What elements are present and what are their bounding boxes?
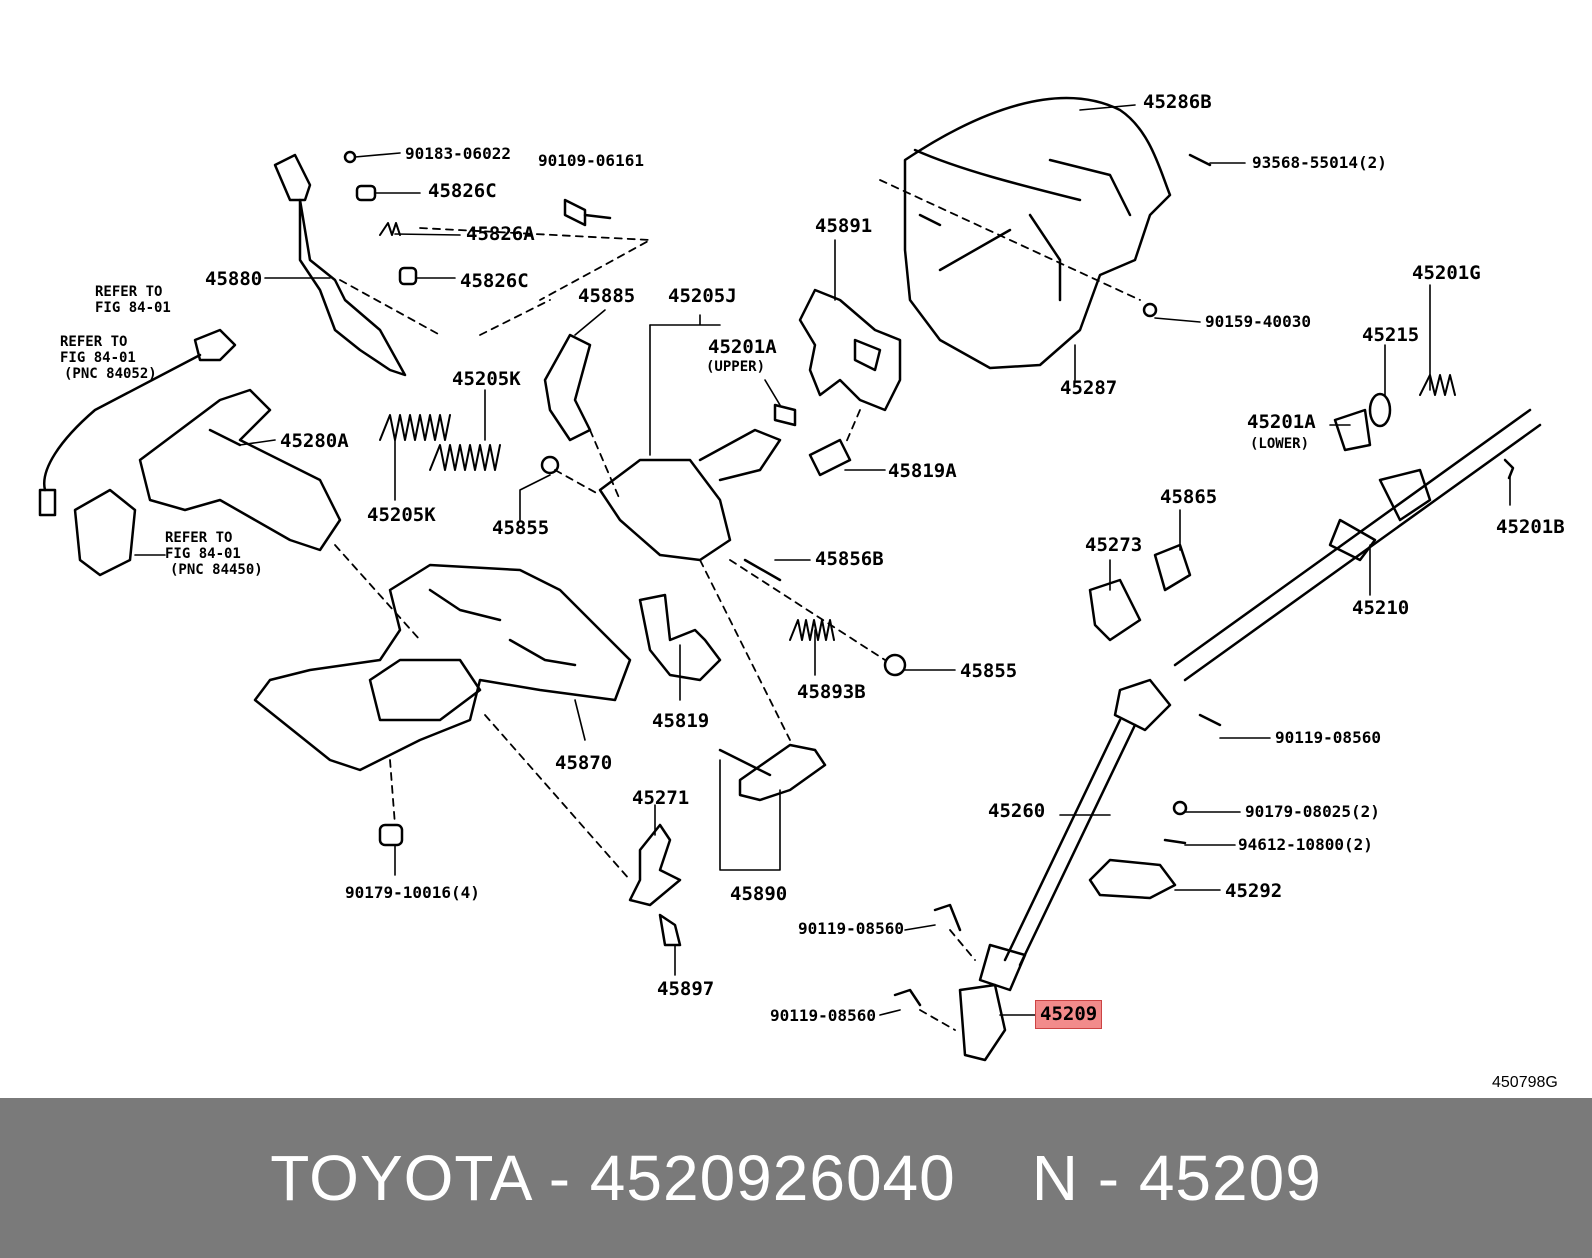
steering-shaft-drawing <box>958 408 1542 1062</box>
label-45210[interactable]: 45210 <box>1352 597 1410 619</box>
bracket-45891-drawing <box>798 288 902 412</box>
label-45215[interactable]: 45215 <box>1362 324 1420 346</box>
label-45855-lower[interactable]: 45855 <box>960 660 1018 682</box>
label-45819[interactable]: 45819 <box>652 710 710 732</box>
column-cover-drawing <box>903 96 1172 370</box>
label-94612-10800[interactable]: 94612-10800(2) <box>1238 835 1373 854</box>
label-90183-06022[interactable]: 90183-06022 <box>405 144 511 163</box>
refer-note-1-line2: FIG 84-01 <box>95 300 171 316</box>
label-45885[interactable]: 45885 <box>578 285 636 307</box>
refer-note-2-line1: REFER TO <box>60 334 128 350</box>
label-45826c-lower[interactable]: 45826C <box>460 270 529 292</box>
label-45856b[interactable]: 45856B <box>815 548 884 570</box>
label-90119-08560-middle[interactable]: 90119-08560 <box>798 919 904 938</box>
label-90179-08025[interactable]: 90179-08025(2) <box>1245 802 1380 821</box>
label-45855-upper[interactable]: 45855 <box>492 517 550 539</box>
refer-note-2-line2: FIG 84-01 <box>60 350 136 366</box>
tilt-bracket-drawing <box>543 333 797 562</box>
label-45260[interactable]: 45260 <box>988 800 1046 822</box>
label-45880[interactable]: 45880 <box>205 268 263 290</box>
lower-brackets-drawing <box>628 593 827 907</box>
part-number-footer: TOYOTA - 4520926040 N - 45209 <box>0 1098 1592 1258</box>
footer-brand-part-number: TOYOTA - 4520926040 <box>270 1142 956 1214</box>
footer-pnc: N - 45209 <box>1031 1142 1322 1214</box>
label-90119-08560-right[interactable]: 90119-08560 <box>1275 728 1381 747</box>
label-45280a[interactable]: 45280A <box>280 430 349 452</box>
label-90179-10016[interactable]: 90179-10016(4) <box>345 883 480 902</box>
label-45897[interactable]: 45897 <box>657 978 715 1000</box>
column-bracket-drawing <box>253 563 632 772</box>
lever-drawing <box>273 153 407 377</box>
label-45205k-right[interactable]: 45205K <box>452 368 521 390</box>
label-45201a-upper[interactable]: 45201A <box>708 336 777 358</box>
label-45865[interactable]: 45865 <box>1160 486 1218 508</box>
label-45201a-lower[interactable]: 45201A <box>1247 411 1316 433</box>
label-93568-55014[interactable]: 93568-55014(2) <box>1252 153 1387 172</box>
refer-note-1-line1: REFER TO <box>95 284 163 300</box>
label-90109-06161[interactable]: 90109-06161 <box>538 151 644 170</box>
label-45209-highlighted[interactable]: 45209 <box>1035 1000 1103 1029</box>
leader-lines-drawing <box>134 104 1511 1016</box>
label-45826c-upper[interactable]: 45826C <box>428 180 497 202</box>
refer-note-3-line2: FIG 84-01 <box>165 546 241 562</box>
label-45870[interactable]: 45870 <box>555 752 613 774</box>
diagram-drawing <box>38 96 1542 1062</box>
label-45201b[interactable]: 45201B <box>1496 516 1565 538</box>
label-45826a[interactable]: 45826A <box>466 223 535 245</box>
label-45890[interactable]: 45890 <box>730 883 788 905</box>
label-45201g[interactable]: 45201G <box>1412 262 1481 284</box>
label-45287[interactable]: 45287 <box>1060 377 1118 399</box>
small-parts-drawing <box>343 150 1515 1007</box>
springs-drawing <box>379 222 1456 641</box>
label-90159-40030[interactable]: 90159-40030 <box>1205 312 1311 331</box>
label-45205j[interactable]: 45205J <box>668 285 737 307</box>
label-45819a[interactable]: 45819A <box>888 460 957 482</box>
label-upper-note: (UPPER) <box>706 359 766 375</box>
label-45292[interactable]: 45292 <box>1225 880 1283 902</box>
refer-note-2-line3: (PNC 84052) <box>64 366 157 382</box>
label-45893b[interactable]: 45893B <box>797 681 866 703</box>
label-45891[interactable]: 45891 <box>815 215 873 237</box>
column-tube-drawing <box>38 328 342 577</box>
label-45271[interactable]: 45271 <box>632 787 690 809</box>
refer-note-3-line1: REFER TO <box>165 530 233 546</box>
label-45273[interactable]: 45273 <box>1085 534 1143 556</box>
label-45205k-left[interactable]: 45205K <box>367 504 436 526</box>
refer-note-3-line3: (PNC 84450) <box>170 562 263 578</box>
guide-lines-drawing <box>334 179 1141 1031</box>
label-45286b[interactable]: 45286B <box>1143 91 1212 113</box>
parts-diagram: 90183-06022 45826C 45826A 45826C 90109-0… <box>38 91 1565 1091</box>
label-lower-note: (LOWER) <box>1250 436 1310 452</box>
label-90119-08560-lower[interactable]: 90119-08560 <box>770 1006 876 1025</box>
diagram-code: 450798G <box>1492 1074 1558 1091</box>
